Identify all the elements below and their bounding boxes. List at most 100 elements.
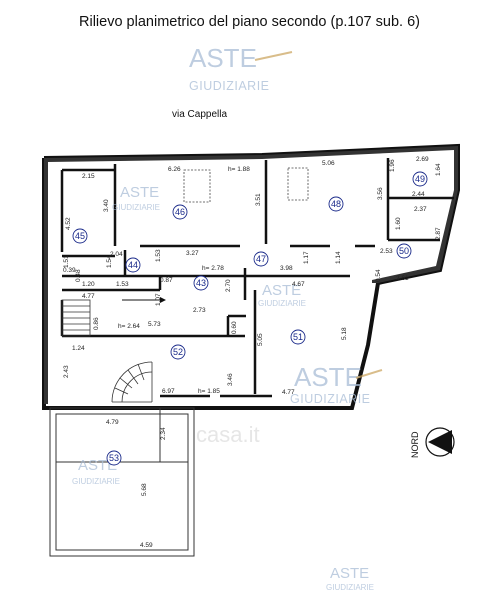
dimension-label: 4.59 [140,542,153,549]
dimension-label: 6.26 [168,166,181,173]
dimension-label: 4.67 [292,281,305,288]
room-circle [172,204,188,220]
room-marker-52: 52 [170,344,186,360]
dimension-label: 3.98 [280,265,293,272]
room-marker-46: 46 [172,204,188,220]
staircase [61,299,91,337]
dimension-label: 3.46 [227,373,234,386]
dimension-label: 3.27 [186,250,199,257]
terrace [49,407,195,557]
dimension-label: 0.87 [160,277,173,284]
dimension-label: 2.44 [412,191,425,198]
watermark-aste: ASTE [330,565,369,582]
dimension-label: 1.24 [72,345,85,352]
watermark-giudiziarie: GIUDIZIARIE [72,477,120,486]
room-number: 51 [293,332,303,342]
north-arrow-icon [428,430,452,454]
room-number: 47 [256,254,266,264]
room-number: 44 [128,260,138,270]
room-marker-44: 44 [125,257,141,273]
room-number: 50 [399,246,409,256]
room-marker-50: 50 [396,243,412,259]
room-marker-49: 49 [412,171,428,187]
dimension-label: 1.54 [106,255,113,268]
dimension-label: 1.53 [116,281,129,288]
watermark-giudiziarie: GIUDIZIARIE [290,392,371,406]
watermark-logo-top: ASTE GIUDIZIARIE [189,43,293,93]
dimension-label: 0.54 [375,269,382,282]
dimension-label: 4.79 [106,419,119,426]
skylights [183,167,309,203]
dimension-label: 4.77 [282,389,295,396]
north-arrow: NORD [410,427,455,458]
dimension-label: h= 1.85 [198,388,220,395]
room-number: 43 [196,278,206,288]
watermark-logo-left: ASTE GIUDIZIARIE [112,184,160,212]
room-circle [170,344,186,360]
room-markers: 45 46 48 49 50 44 43 47 51 52 53 [72,171,428,466]
arrow-icon [122,297,166,303]
dimension-label: 4.52 [65,217,72,230]
room-circle [328,196,344,212]
dimension-label: 3.40 [103,199,110,212]
dimension-label: 2.37 [414,206,427,213]
room-marker-51: 51 [290,329,306,345]
room-circle [193,275,209,291]
dimension-label: 1.60 [395,217,402,230]
dimension-label: h= 2.78 [202,265,224,272]
room-number: 49 [415,174,425,184]
dimension-label: 5.68 [141,483,148,496]
north-circle [425,427,455,457]
room-marker-48: 48 [328,196,344,212]
room-circle [253,251,269,267]
watermark-giudiziarie: GIUDIZIARIE [112,203,160,212]
dimension-label: 1.07 [155,293,162,306]
dimension-label: 1.53 [155,249,162,262]
dimension-label: 1.14 [335,251,342,264]
room-circle [290,329,306,345]
dimension-label: 4.77 [82,293,95,300]
dimension-label: 1.51 [63,255,70,268]
dimension-label: 2.34 [160,427,167,440]
room-number: 46 [175,207,185,217]
dimension-label: 0.48 [75,269,82,282]
dimension-label: 2.15 [82,173,95,180]
room-marker-45: 45 [72,228,88,244]
watermark-aste: ASTE [262,282,301,299]
dimension-label: 2.69 [416,156,429,163]
dimension-label: 2.43 [63,365,70,378]
dimension-label: 0.86 [93,317,100,330]
dimension-label: 2.73 [193,307,206,314]
room-number: 53 [109,453,119,463]
dimension-label: 1.20 [82,281,95,288]
room-circle [396,243,412,259]
room-marker-53: 53 [106,450,122,466]
watermark-giudiziarie: GIUDIZIARIE [189,79,270,93]
dimension-label: 0.39 [63,267,76,274]
dimension-label: 2.70 [225,279,232,292]
watermark-giudiziarie: GIUDIZIARIE [258,299,306,308]
room-number: 45 [75,231,85,241]
watermark-logo-center: ASTE GIUDIZIARIE [290,362,383,406]
watermark-aste: ASTE [120,184,159,201]
dimension-label: 0.60 [231,321,238,334]
room-marker-47: 47 [253,251,269,267]
gavel-icon [355,369,383,379]
room-circle [106,450,122,466]
dimension-label: h= 2.64 [118,323,140,330]
dimension-label: 2.53 [380,248,393,255]
room-number: 52 [173,347,183,357]
spiral-staircase [111,361,153,403]
dimension-label: 2.87 [435,227,442,240]
room-circle [125,257,141,273]
dimension-label: 1.64 [435,163,442,176]
room-number: 48 [331,199,341,209]
dimension-label: 3.56 [377,187,384,200]
watermark-casa: casa.it [196,422,260,447]
gavel-icon [254,51,293,61]
dimension-label: 5.06 [322,160,335,167]
dimension-label: 1.96 [389,159,396,172]
page-title: Rilievo planimetrico del piano secondo (… [79,14,420,30]
